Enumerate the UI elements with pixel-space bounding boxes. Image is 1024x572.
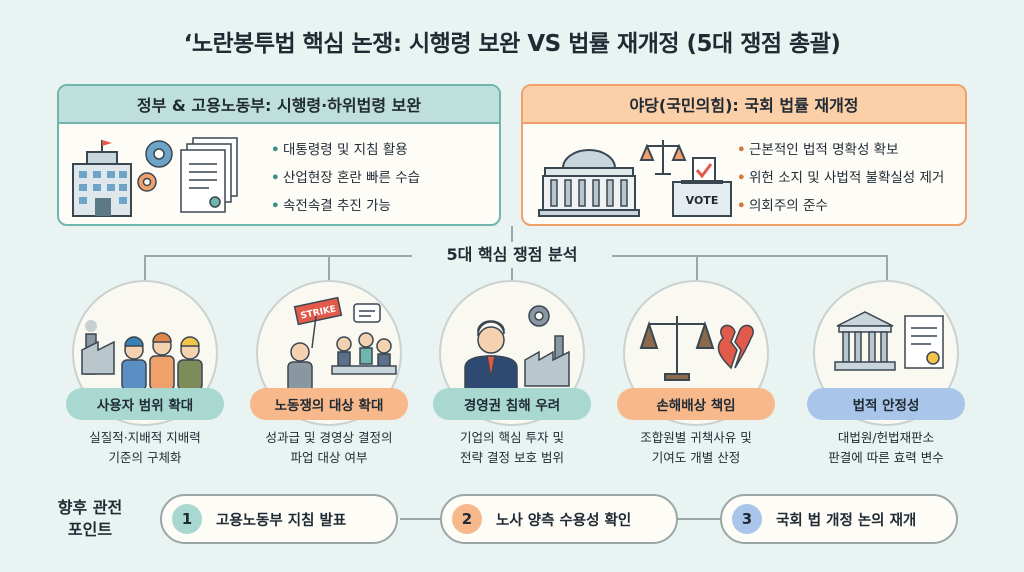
issue-title: 노동쟁의 대상 확대 [250,388,408,420]
factory-icon [524,335,570,387]
step-number: 2 [452,504,482,534]
government-bullets: •대통령령 및 지침 활용 •산업현장 혼란 빠른 수습 •속전속결 추진 가능 [271,136,420,220]
government-illustration [72,137,238,217]
opposition-heading: 야당(국민의힘): 국회 법률 재개정 [523,86,965,124]
ballot-box-icon [672,157,732,217]
list-item: •속전속결 추진 가능 [271,198,391,214]
page-title: ‘노란봉투법 핵심 논쟁: 시행령 보완 VS 법률 재개정 (5대 쟁점 총괄… [183,31,841,57]
courthouse-icon [834,311,896,371]
connector-line [886,255,888,285]
connector-line [511,255,513,285]
connector-line [696,255,698,285]
step-number: 3 [732,504,762,534]
document-icon [904,315,944,369]
list-item: •산업현장 혼란 빠른 수습 [271,170,421,186]
speech-bubble-icon [353,303,381,323]
opposition-illustration: VOTE [538,140,732,217]
list-item: •의회주의 준수 [737,198,828,214]
protester-icon [287,342,313,393]
worker-icon [121,332,203,391]
step-text: 노사 양측 수용성 확인 [496,512,632,529]
issue-title: 사용자 범위 확대 [66,388,224,420]
watch-step-3: 3 국회 법 개정 논의 재개 [720,494,958,544]
assembly-building-icon [538,149,640,217]
factory-icon [81,320,115,375]
watch-step-1: 1 고용노동부 지침 발표 [160,494,398,544]
connector-line [144,255,146,285]
step-number: 1 [172,504,202,534]
list-item: •근본적인 법적 명확성 확보 [737,142,899,158]
broken-heart-icon [717,324,754,370]
step-text: 국회 법 개정 논의 재개 [776,512,917,529]
opposition-panel: 야당(국민의힘): 국회 법률 재개정 VOTE [521,84,967,226]
gear-icon [528,305,550,327]
step-text: 고용노동부 지침 발표 [216,512,347,529]
scales-icon [639,316,715,381]
businessman-icon [464,320,518,391]
government-panel: 정부 & 고용노동부: 시행령·하위법령 보완 [57,84,501,226]
strike-sign-icon: STRIKE [293,296,343,349]
issue-title: 손해배상 책임 [617,388,775,420]
watch-step-2: 2 노사 양측 수용성 확인 [440,494,678,544]
meeting-table-icon [331,332,397,375]
opposition-bullets: •근본적인 법적 명확성 확보 •위헌 소지 및 사법적 불확실성 제거 •의회… [737,136,944,220]
government-heading: 정부 & 고용노동부: 시행령·하위법령 보완 [59,86,499,124]
issue-title: 법적 안정성 [807,388,965,420]
scales-of-justice-icon [639,140,687,175]
analysis-label: 5대 핵심 쟁점 분석 [412,242,612,268]
vote-label: VOTE [686,194,719,207]
connector-line [511,226,513,256]
issue-title: 경영권 침해 우려 [433,388,591,420]
connector-line [328,255,330,285]
office-building-icon [72,140,132,217]
document-stack-icon [180,137,238,213]
list-item: •위헌 소지 및 사법적 불확실성 제거 [737,170,945,186]
gear-icon [137,140,173,192]
list-item: •대통령령 및 지침 활용 [271,142,408,158]
